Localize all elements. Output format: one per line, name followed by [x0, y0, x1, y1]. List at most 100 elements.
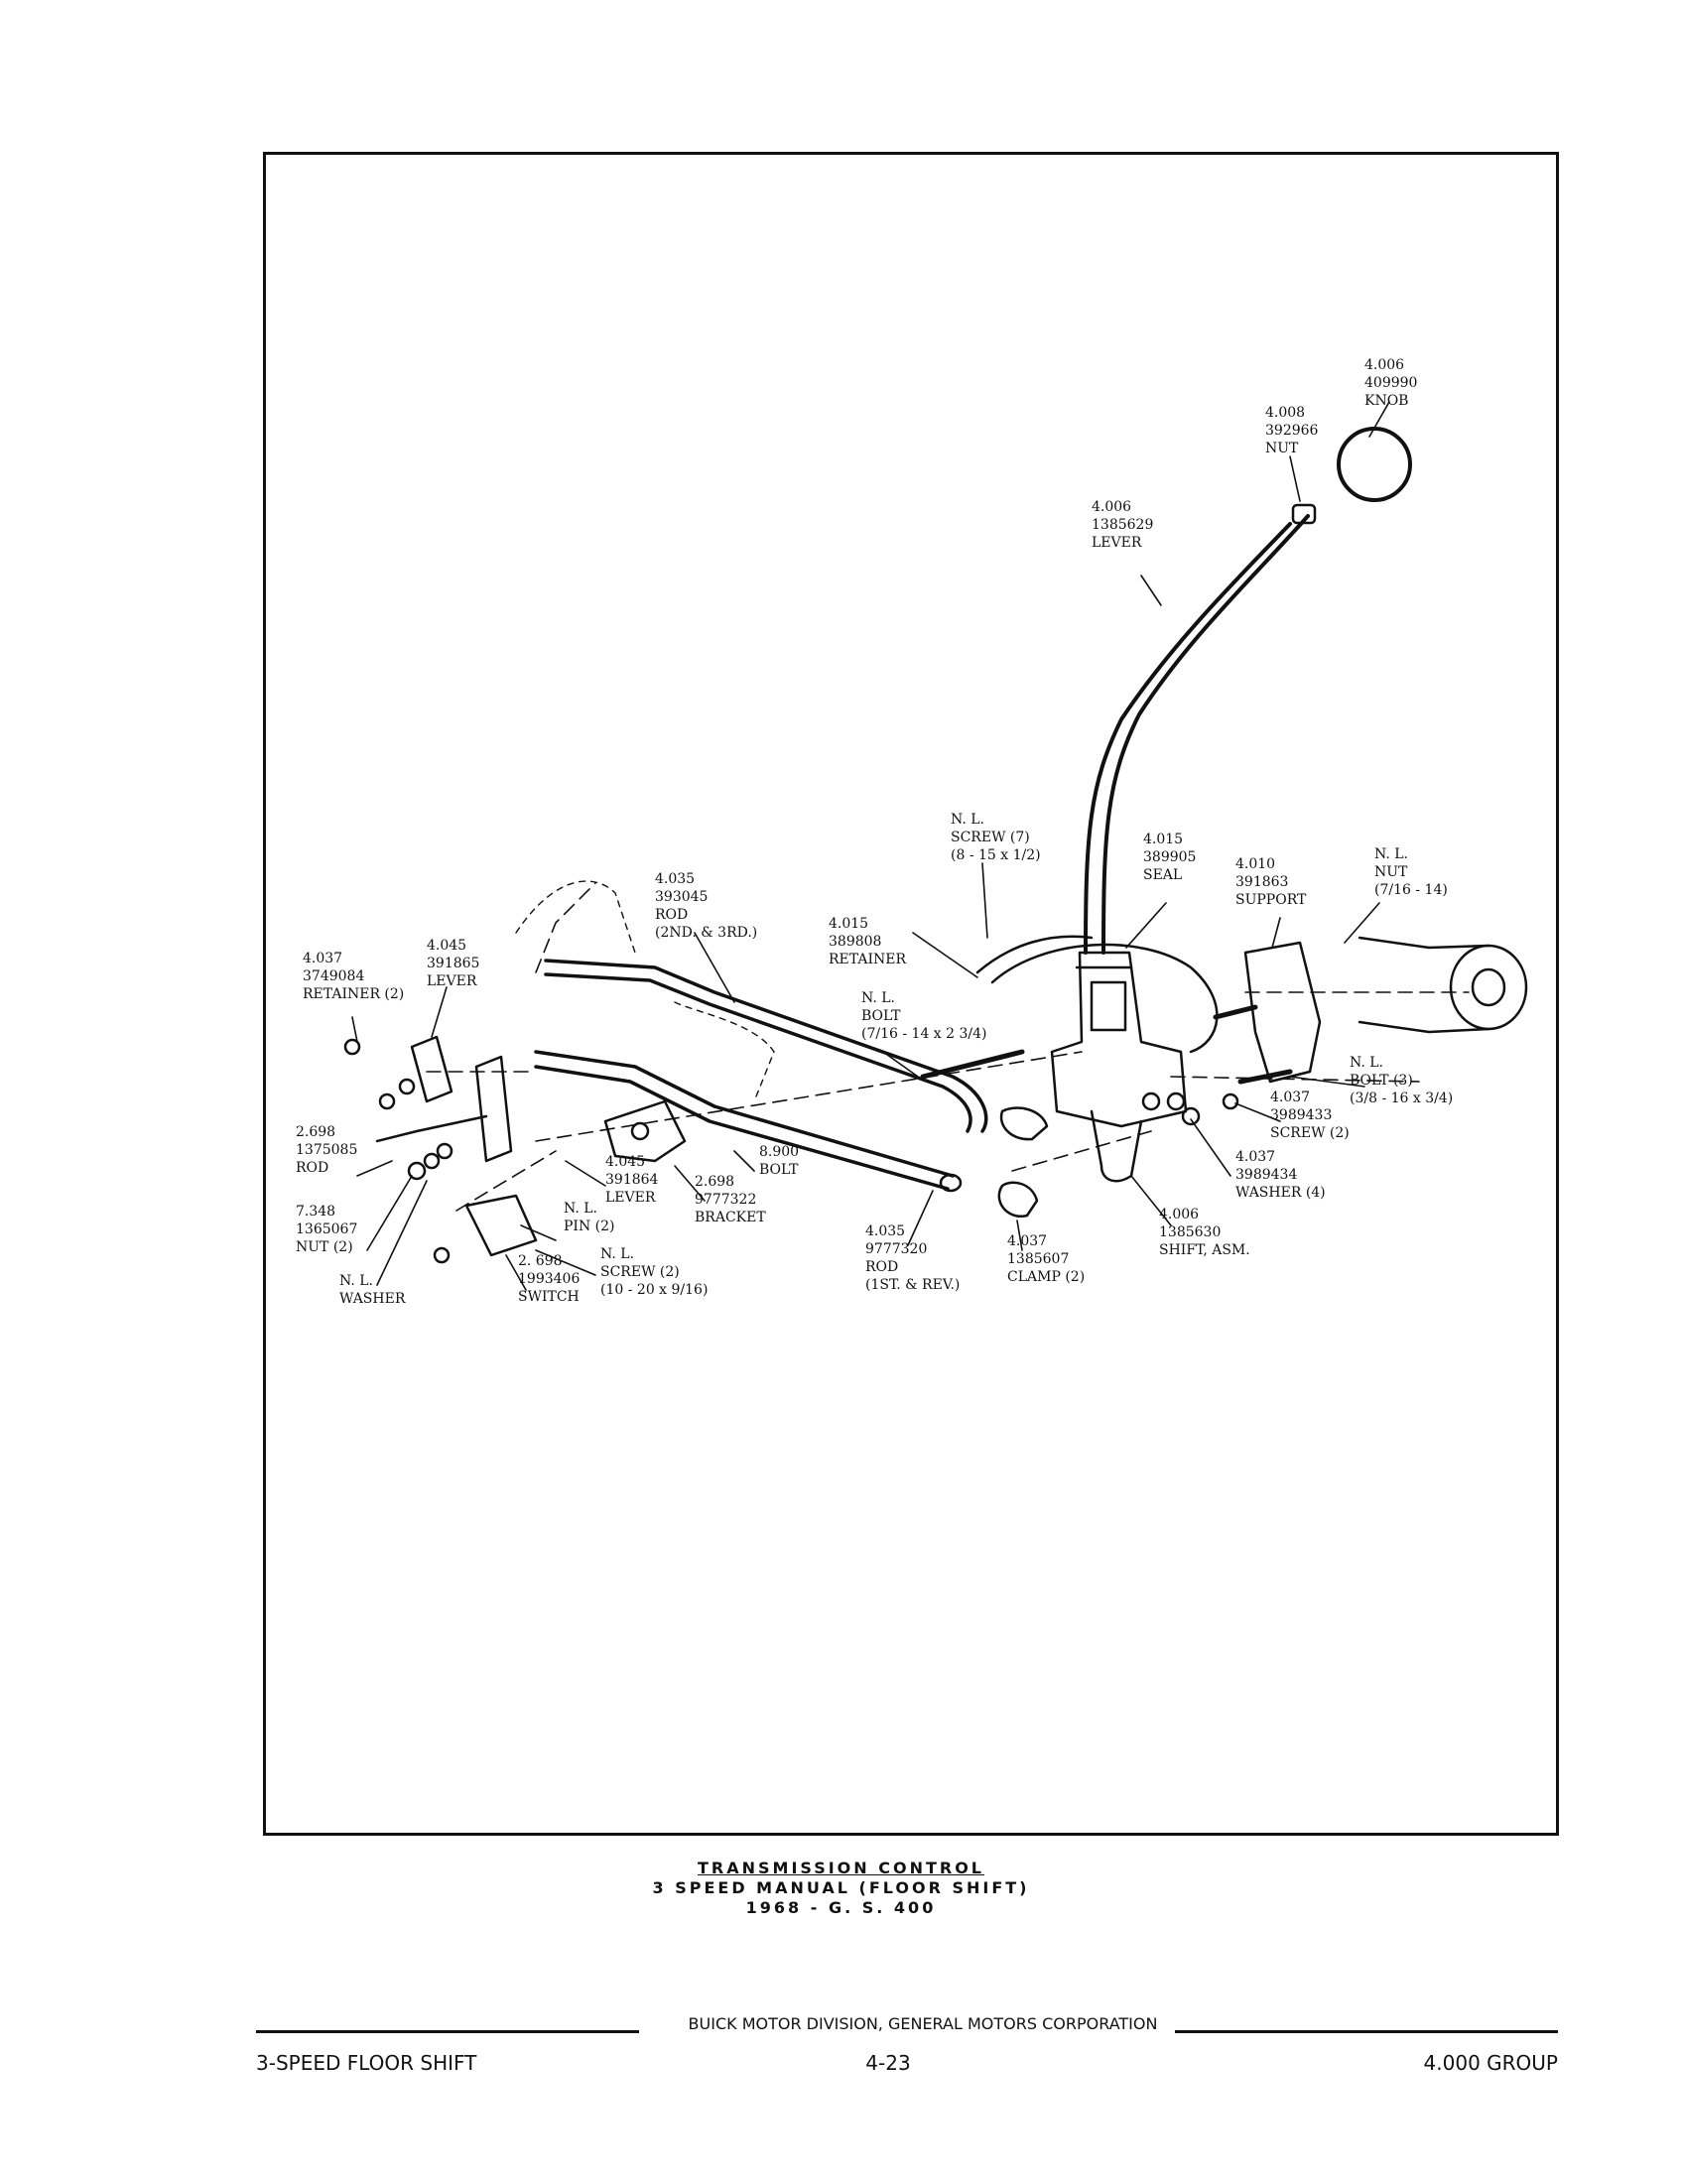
- label-nut-top-line: NUT: [1265, 441, 1299, 456]
- label-screw-2-right-line: 3989433: [1270, 1107, 1332, 1123]
- switch-part: [464, 1194, 538, 1257]
- shift-lever-part: [1101, 514, 1310, 955]
- rod-left-part: [375, 1114, 488, 1143]
- bolt-3-part: [1237, 1069, 1293, 1085]
- label-shift-asm-line: 4.006: [1159, 1207, 1199, 1222]
- label-lever-main-line: LEVER: [1092, 535, 1142, 551]
- retainer-part: [975, 935, 1094, 974]
- footer-publisher: BUICK MOTOR DIVISION, GENERAL MOTORS COR…: [688, 2014, 1158, 2033]
- label-nut-right-line: NUT: [1374, 864, 1408, 880]
- label-bolt-long: N. L.BOLT(7/16 - 14 x 2 3/4): [861, 990, 987, 1042]
- lever-lower-part: [474, 1055, 513, 1163]
- label-screw-2-left-line: (10 - 20 x 9/16): [600, 1282, 708, 1298]
- label-screw-7: N. L. SCREW (7) (8 - 15 x 1/2): [951, 812, 1041, 863]
- caption-subtitle: 3 SPEED MANUAL (FLOOR SHIFT): [652, 1878, 1030, 1897]
- seal-part: [990, 943, 1219, 1054]
- footer-section-title: 3-SPEED FLOOR SHIFT: [256, 2051, 477, 2075]
- label-pin: N. L.PIN (2): [564, 1201, 614, 1234]
- label-bolt-8900-line: BOLT: [759, 1162, 799, 1178]
- label-bolt-8900-line: 8.900: [759, 1144, 799, 1160]
- support-part: [1243, 941, 1322, 1084]
- label-rod-1st-rev-line: ROD: [865, 1259, 898, 1275]
- label-nut-top-line: 392966: [1265, 423, 1319, 439]
- label-washer-4-line: WASHER (4): [1235, 1185, 1326, 1201]
- label-nut-right-line: (7/16 - 14): [1374, 882, 1448, 898]
- bracket-part: [603, 1099, 687, 1163]
- label-support-line: SUPPORT: [1235, 892, 1307, 908]
- rod-1st-rev-part: [534, 1050, 955, 1178]
- knob-part: [1337, 427, 1412, 502]
- label-bolt-long-line: N. L.: [861, 990, 895, 1006]
- label-washer-4-line: 4.037: [1235, 1149, 1275, 1165]
- label-bolt-long-line: BOLT: [861, 1008, 901, 1024]
- label-rod-left-line: 1375085: [296, 1142, 357, 1158]
- label-switch-line: SWITCH: [518, 1289, 580, 1305]
- label-lever-main-line: 4.006: [1092, 499, 1131, 515]
- label-lever-lower-line: 4.045: [605, 1154, 645, 1170]
- label-nut-left-line: NUT (2): [296, 1239, 353, 1255]
- label-shift-asm-line: SHIFT, ASM.: [1159, 1242, 1250, 1258]
- label-washer-left-line: N. L.: [339, 1273, 373, 1289]
- label-screw-2-right-line: SCREW (2): [1270, 1125, 1350, 1141]
- label-support-line: 4.010: [1235, 856, 1275, 872]
- label-bolt-3: N. L.BOLT (3)(3/8 - 16 x 3/4): [1350, 1055, 1453, 1106]
- caption-title: TRANSMISSION CONTROL: [697, 1859, 984, 1877]
- label-screw-7-line: SCREW (7): [951, 830, 1030, 845]
- illustration-frame: [263, 152, 1559, 1836]
- label-switch-line: 1993406: [518, 1271, 580, 1287]
- label-nut-left-line: 7.348: [296, 1204, 335, 1220]
- label-nut-right: N. L.NUT(7/16 - 14): [1374, 846, 1448, 898]
- label-screw-7-line: (8 - 15 x 1/2): [951, 847, 1041, 863]
- clamp-part: [999, 1106, 1049, 1141]
- label-seal-line: 4.015: [1143, 832, 1183, 847]
- label-lever-main-line: 1385629: [1092, 517, 1153, 533]
- label-shift-asm-line: 1385630: [1159, 1224, 1221, 1240]
- washer-part: [1141, 1092, 1161, 1111]
- label-rod-left-line: ROD: [296, 1160, 328, 1176]
- label-switch-line: 2. 698: [518, 1253, 563, 1269]
- label-retainer-left-line: 4.037: [303, 951, 342, 966]
- label-pin-line: PIN (2): [564, 1219, 614, 1234]
- label-screw-2-right-line: 4.037: [1270, 1090, 1310, 1105]
- label-rod-2nd-3rd-line: ROD: [655, 907, 688, 923]
- label-rod-1st-rev-line: 4.035: [865, 1223, 905, 1239]
- label-bracket-line: BRACKET: [695, 1210, 766, 1225]
- rod-2nd-3rd-part: [544, 959, 988, 1133]
- shifter-housing-part: [1050, 951, 1188, 1128]
- label-seal-line: SEAL: [1143, 867, 1182, 883]
- label-washer-left-line: WASHER: [339, 1291, 406, 1307]
- footer-rule-right: [1175, 2030, 1558, 2033]
- label-lever-lower-line: LEVER: [605, 1190, 656, 1206]
- label-clamp-line: 4.037: [1007, 1233, 1047, 1249]
- label-washer-left: N. L. WASHER: [339, 1273, 406, 1307]
- label-screw-2-left-line: N. L.: [600, 1246, 634, 1262]
- label-retainer-mid-line: RETAINER: [829, 952, 906, 967]
- label-rod-left-line: 2.698: [296, 1124, 335, 1140]
- label-knob-line: 4.006: [1364, 357, 1404, 373]
- lever-upper-left-part: [410, 1035, 453, 1103]
- label-screw-7-line: N. L.: [951, 812, 984, 828]
- footer-rule-left: [256, 2030, 639, 2033]
- label-knob-line: 409990: [1364, 375, 1417, 391]
- label-support-line: 391863: [1235, 874, 1288, 890]
- footer-group: 4.000 GROUP: [1423, 2051, 1558, 2075]
- label-bracket-line: 9777322: [695, 1192, 756, 1208]
- label-lever-upper-left-line: 391865: [427, 956, 479, 971]
